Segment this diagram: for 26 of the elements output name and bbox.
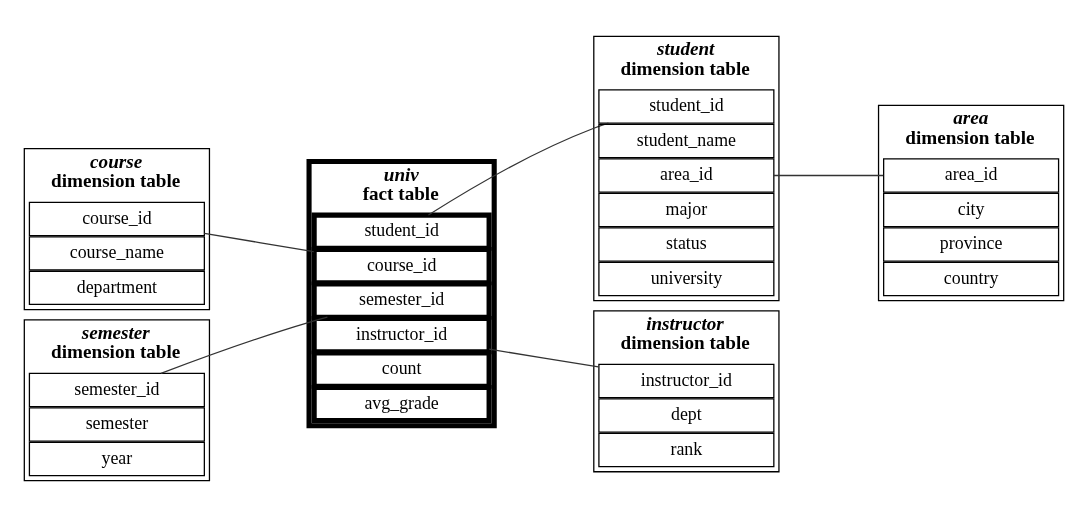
node-box: semester (28, 406, 205, 442)
node-box: semester_id (28, 372, 205, 407)
node-box: area_id (883, 157, 1060, 193)
node-box: university (598, 261, 775, 296)
connector (773, 174, 884, 176)
node-box: course_name (28, 235, 205, 271)
node-box: student_id (311, 212, 492, 251)
connector (427, 122, 610, 216)
node-box: course_id (28, 201, 205, 236)
connector (160, 316, 329, 374)
node-box: status (598, 226, 775, 262)
node-box: city (883, 192, 1060, 227)
node-box: country (883, 261, 1060, 296)
node-box: province (883, 226, 1060, 262)
node-box: instructor_id (598, 363, 775, 398)
node-box: year (28, 441, 205, 476)
connector (488, 348, 600, 368)
connector (203, 232, 315, 252)
node-box: avg_grade (311, 384, 492, 423)
node-box: department (28, 270, 205, 305)
node-box: student_id (598, 88, 775, 124)
node-box: area_id (598, 157, 775, 193)
node-box: major (598, 192, 775, 227)
node-box: dept (598, 397, 775, 433)
node-box: rank (598, 432, 775, 467)
node-box: student_name (598, 123, 775, 158)
